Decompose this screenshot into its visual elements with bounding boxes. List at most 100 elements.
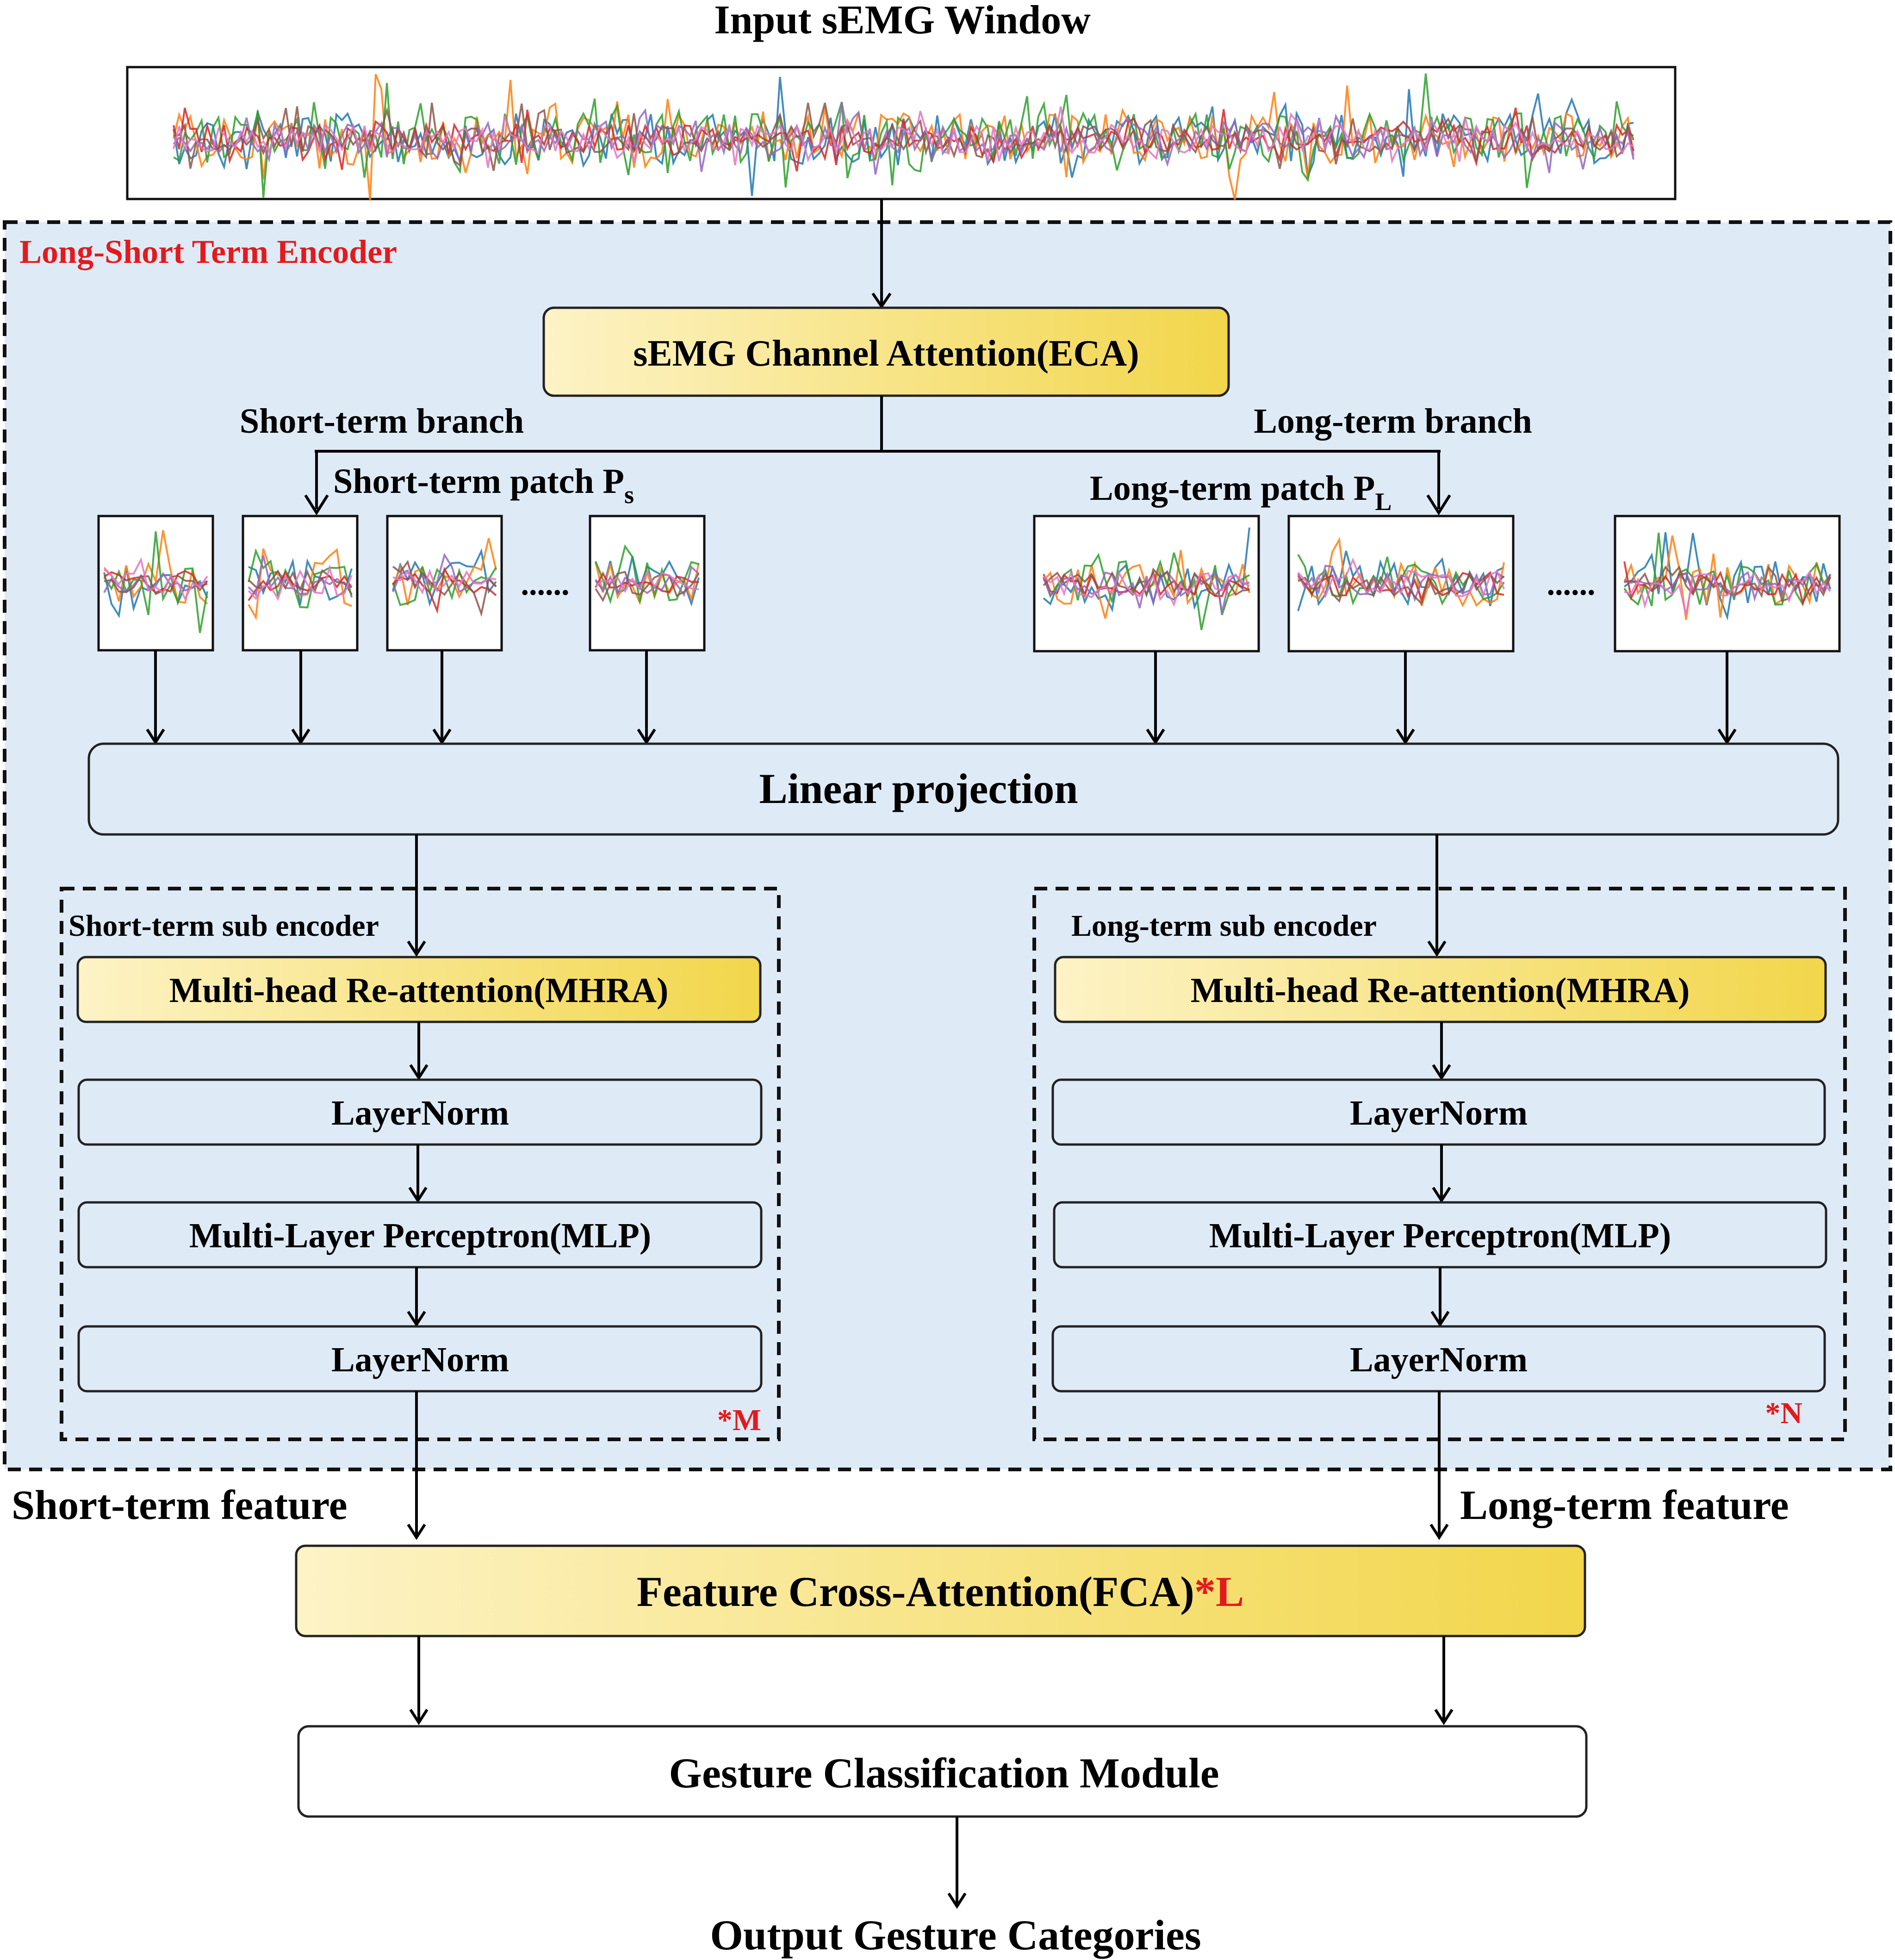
short-patch-4-plot <box>595 544 700 607</box>
classifier-label: Gesture Classification Module <box>669 1749 1219 1797</box>
long-patch-2-trace-6 <box>1298 571 1505 606</box>
arrowhead-sp4 <box>637 728 656 745</box>
short-ln2-box <box>77 1325 763 1393</box>
eca-box <box>542 306 1230 397</box>
short-patch-text: Short-term patch P <box>333 462 624 501</box>
long-sub-encoder-title: Long-term sub encoder <box>1071 909 1377 943</box>
classifier-box <box>297 1725 1588 1818</box>
long-patch-1-plot <box>1043 527 1250 630</box>
short-mlp-label: Multi-Layer Perceptron(MLP) <box>189 1216 651 1255</box>
fca-box <box>295 1544 1586 1637</box>
short-patch-3-plot <box>392 538 497 617</box>
output-label: Output Gesture Categories <box>710 1911 1201 1959</box>
short-patch-3-trace-5 <box>392 553 497 593</box>
short-repeat-label: *M <box>717 1403 761 1437</box>
short-patch-1-trace-7 <box>103 557 208 601</box>
arrowhead-sp1 <box>146 728 165 745</box>
long-ln2-label: LayerNorm <box>1350 1340 1528 1379</box>
short-patch-4-trace-7 <box>595 569 699 593</box>
long-patch-label: Long-term patch PL <box>1090 469 1392 516</box>
short-branch-label: Short-term branch <box>240 402 524 441</box>
patch-to-projection-arrows <box>146 650 1737 745</box>
fca-label: Feature Cross-Attention(FCA)*L <box>637 1568 1244 1615</box>
encoder-title: Long-Short Term Encoder <box>19 233 397 270</box>
arrowhead-sp3 <box>432 728 452 745</box>
short-patch-subscript: s <box>624 481 634 509</box>
long-patch-3-trace-1 <box>1623 532 1831 621</box>
short-patch-4-trace-3 <box>595 544 699 604</box>
short-patch-1-plot <box>103 530 208 633</box>
short-ln2-label: LayerNorm <box>331 1340 509 1379</box>
long-mlp-label: Multi-Layer Perceptron(MLP) <box>1209 1216 1671 1255</box>
short-patch-1-trace-3 <box>103 531 208 633</box>
arrowhead-fca-to-classifier-right <box>1434 1709 1454 1725</box>
linear-projection-label: Linear projection <box>759 765 1078 812</box>
arrowhead-short-ln1-mlp <box>408 1187 428 1203</box>
eca-label: sEMG Channel Attention(ECA) <box>633 333 1139 374</box>
arrowhead-projection-to-short-mhra <box>407 940 426 957</box>
long-patch-ellipsis: ...... <box>1547 566 1596 602</box>
arrowhead-input-to-eca <box>871 292 892 309</box>
long-patch-3-trace-4 <box>1623 561 1831 606</box>
long-branch-arrowhead <box>1426 494 1451 516</box>
short-ln1-box <box>77 1078 763 1146</box>
arrowhead-long-ln1-mlp <box>1432 1187 1451 1203</box>
long-ln1-box <box>1051 1078 1826 1146</box>
fca-text: Feature Cross-Attention(FCA) <box>637 1568 1194 1615</box>
short-patch-4-trace-4 <box>595 571 699 593</box>
short-patch-2-trace-7 <box>248 564 353 601</box>
short-patch-label: Short-term patch Ps <box>333 462 634 509</box>
long-patch-2-trace-7 <box>1297 557 1505 599</box>
arrowhead-lp2 <box>1396 728 1415 745</box>
long-branch-label: Long-term branch <box>1254 402 1532 441</box>
short-ln1-label: LayerNorm <box>331 1094 509 1132</box>
long-patch-1-trace-5 <box>1043 570 1250 613</box>
short-patch-ellipsis: ...... <box>521 566 570 602</box>
short-patch-1-trace-6 <box>104 574 208 595</box>
short-patch-2-trace-2 <box>248 548 352 621</box>
arrowhead-short-mhra-ln1 <box>409 1064 429 1081</box>
arrowhead-projection-to-long-mhra <box>1427 940 1447 957</box>
short-patch-box-3 <box>386 515 503 652</box>
patch-signal-plots <box>103 527 1831 633</box>
encoder-border <box>3 220 1892 1471</box>
long-patch-1-trace-6 <box>1043 567 1250 598</box>
long-patch-3-trace-7 <box>1624 570 1831 615</box>
long-feature-label: Long-term feature <box>1460 1482 1789 1528</box>
short-patch-3-trace-6 <box>392 560 497 617</box>
long-ln1-label: LayerNorm <box>1350 1094 1528 1132</box>
long-patch-2-plot <box>1297 536 1505 611</box>
short-feature-label: Short-term feature <box>12 1482 348 1528</box>
short-sub-encoder-title: Short-term sub encoder <box>68 909 379 943</box>
long-patch-subscript: L <box>1375 488 1392 516</box>
linear-projection-box <box>87 742 1839 836</box>
short-patch-4-trace-5 <box>595 565 700 597</box>
arrowhead-long-mlp-ln2 <box>1430 1311 1450 1327</box>
fca-repeat: *L <box>1194 1568 1244 1615</box>
long-patch-3-trace-3 <box>1623 532 1831 607</box>
short-mlp-box <box>77 1201 763 1269</box>
long-mhra-label: Multi-head Re-attention(MHRA) <box>1191 971 1690 1010</box>
arrowhead-short-mlp-ln2 <box>407 1311 426 1327</box>
arrowhead-short-feature <box>407 1524 426 1540</box>
arrowhead-long-mhra-ln1 <box>1432 1064 1451 1081</box>
long-patch-2-trace-5 <box>1297 565 1505 603</box>
short-mhra-label: Multi-head Re-attention(MHRA) <box>169 971 669 1010</box>
arrowhead-classifier-to-output <box>947 1892 967 1909</box>
arrowhead-sp2 <box>291 728 311 745</box>
short-patch-3-trace-7 <box>392 568 497 595</box>
arrowhead-long-feature <box>1429 1524 1449 1540</box>
arrowhead-lp1 <box>1146 728 1165 745</box>
long-patch-1-trace-7 <box>1043 569 1250 607</box>
input-signal-trace-7 <box>173 106 1634 168</box>
long-repeat-label: *N <box>1765 1396 1802 1430</box>
input-signal-plot <box>173 73 1634 201</box>
long-patch-text: Long-term patch P <box>1090 469 1375 508</box>
arrowhead-fca-to-classifier-left <box>409 1709 429 1725</box>
short-patch-3-trace-3 <box>392 566 497 606</box>
short-sub-encoder-border <box>60 887 781 1441</box>
diagram-title: Input sEMG Window <box>714 0 1091 43</box>
short-patch-2-plot <box>248 548 353 621</box>
